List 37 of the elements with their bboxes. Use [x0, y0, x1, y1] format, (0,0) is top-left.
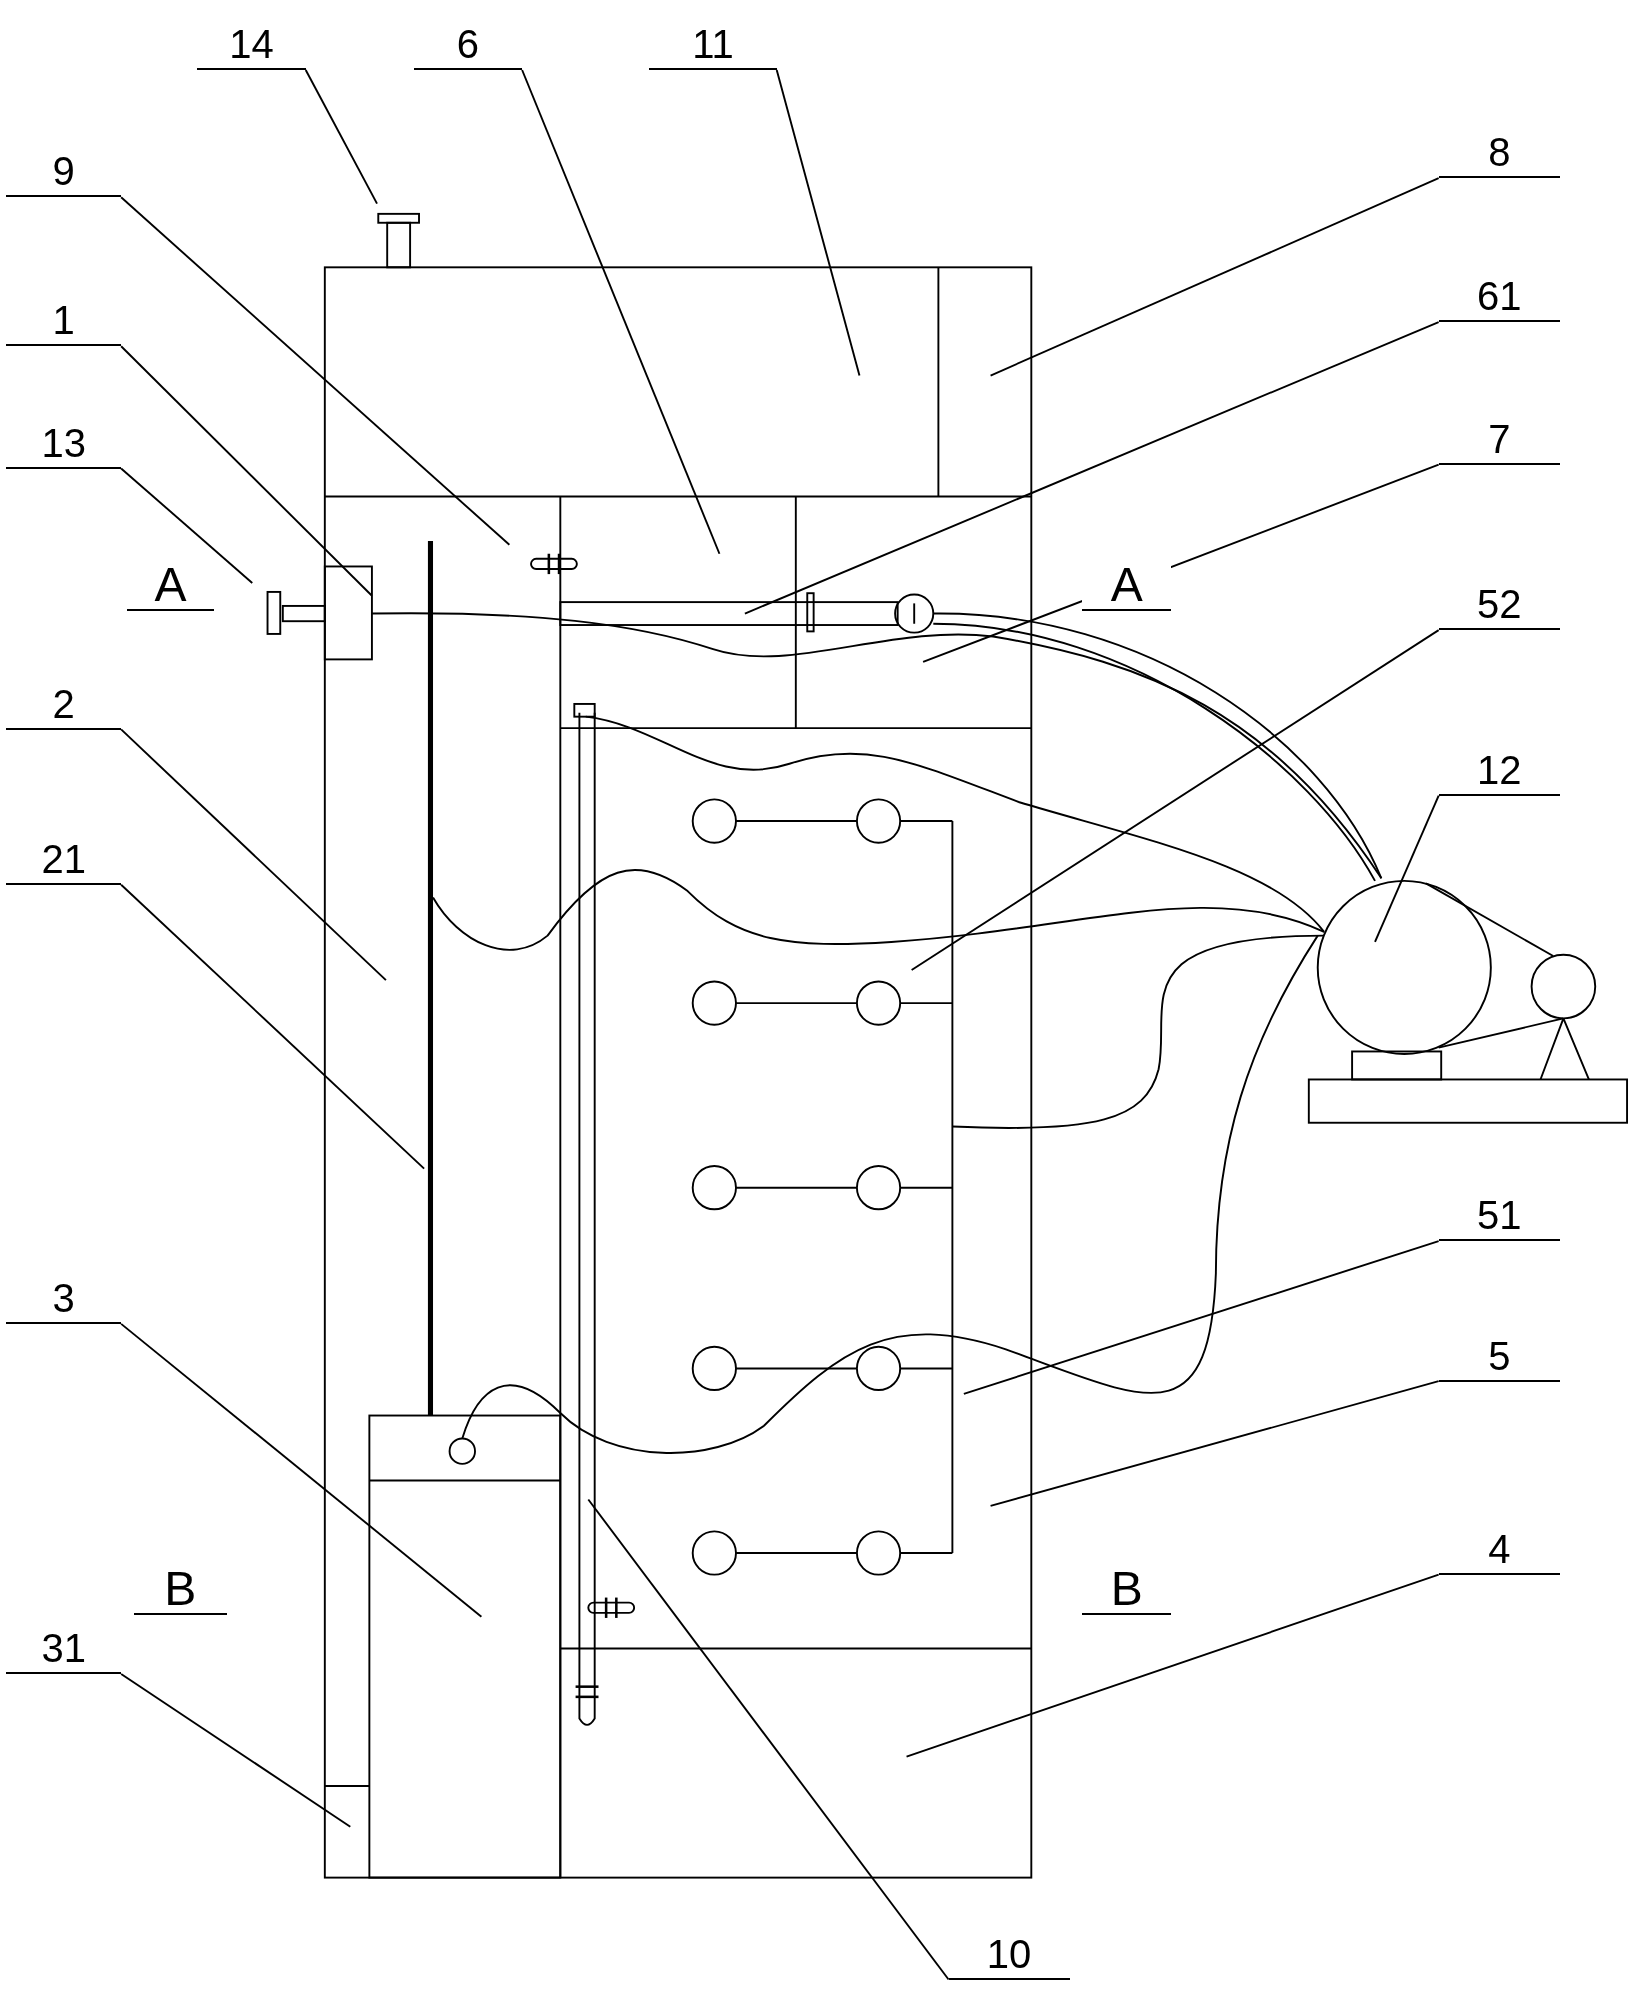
leader-line	[587, 1498, 950, 1981]
callout-number: 7	[1438, 411, 1560, 465]
callout-number: 6	[413, 16, 523, 70]
leader-line	[989, 177, 1440, 377]
callout-number: 21	[6, 831, 121, 885]
leader-line	[962, 1240, 1440, 1395]
leader-line	[120, 883, 426, 1170]
callout-number: 1	[6, 292, 121, 347]
callout-number: 4	[1438, 1521, 1560, 1576]
leader-line	[120, 467, 254, 584]
callout-number: 8	[1438, 124, 1560, 179]
callout-number: 3	[6, 1270, 121, 1325]
leader-line	[120, 1673, 352, 1828]
leader-line	[1374, 794, 1440, 943]
leader-line	[743, 321, 1440, 615]
callout-number: 9	[6, 143, 121, 198]
callout-number: 52	[1438, 576, 1560, 631]
leader-line	[304, 69, 378, 205]
callout-number: 12	[1438, 742, 1560, 796]
callout-number: 11	[649, 16, 777, 70]
callout-number: 2	[6, 676, 121, 730]
callout-number: 61	[1438, 268, 1560, 323]
leader-line	[910, 629, 1440, 971]
callout-number: 5	[1438, 1328, 1560, 1382]
leader-line	[775, 69, 861, 377]
callout-number: 31	[6, 1620, 121, 1675]
callout-number: 51	[1438, 1187, 1560, 1242]
leader-line	[120, 345, 373, 597]
leader-line	[120, 1322, 483, 1618]
callout-number: 10	[948, 1926, 1070, 1980]
leader-line	[905, 1573, 1440, 1758]
leader-line	[989, 1380, 1440, 1507]
callout-number: 14	[197, 16, 306, 70]
leader-line	[120, 728, 387, 982]
leader-line	[521, 69, 721, 555]
callout-number: 13	[6, 415, 121, 469]
leader-line	[120, 196, 511, 546]
